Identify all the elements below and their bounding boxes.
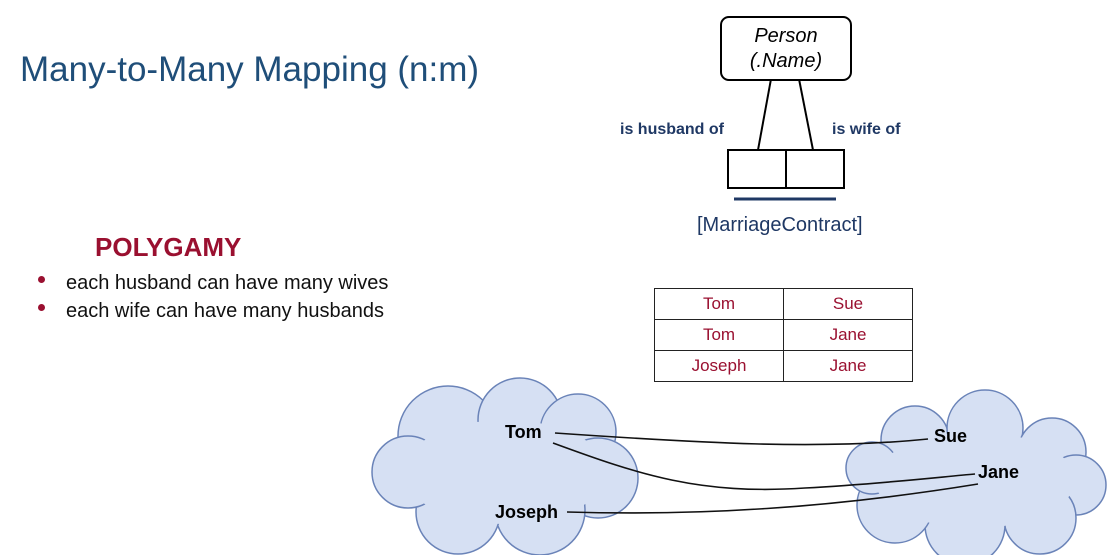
table-cell: Sue	[783, 288, 913, 320]
wife-role-line	[798, 78, 814, 151]
husband-name: Joseph	[495, 502, 558, 522]
husbands-cloud	[371, 377, 639, 555]
wife-role-label: is wife of	[832, 121, 901, 138]
table-row: Tom Sue	[654, 288, 913, 320]
table-row: Tom Jane	[654, 319, 913, 351]
link-tom-sue	[554, 432, 929, 446]
wife-name: Jane	[978, 462, 1019, 482]
husband-role-line	[757, 78, 772, 151]
table-cell: Tom	[654, 319, 784, 351]
wives-cloud	[845, 389, 1107, 555]
bullet-item: each husband can have many wives	[38, 269, 388, 297]
bullet-list: each husband can have many wives each wi…	[38, 269, 388, 325]
wife-key-box	[785, 149, 845, 189]
wife-name: Sue	[934, 426, 967, 446]
table-cell: Jane	[783, 319, 913, 351]
bullet-dot-icon	[38, 303, 45, 311]
table-row: Joseph Jane	[654, 350, 913, 382]
person-entity-box: Person (.Name)	[720, 16, 852, 81]
bullet-dot-icon	[38, 275, 45, 283]
husband-key-box	[727, 149, 787, 189]
table-cell: Jane	[783, 350, 913, 382]
link-tom-jane	[552, 442, 976, 491]
table-cell: Joseph	[654, 350, 784, 382]
page-title: Many-to-Many Mapping (n:m)	[20, 50, 480, 89]
contract-caption: [MarriageContract]	[697, 214, 863, 236]
table-cell: Tom	[654, 288, 784, 320]
entity-name: Person	[754, 24, 818, 47]
link-joseph-jane	[566, 483, 979, 514]
bullet-text: each husband can have many wives	[66, 271, 389, 294]
bullet-text: each wife can have many husbands	[66, 299, 384, 322]
husband-name: Tom	[505, 422, 542, 442]
polygamy-heading: POLYGAMY	[95, 232, 242, 262]
entity-attribute: (.Name)	[749, 49, 823, 72]
marriage-table: Tom Sue Tom Jane Joseph Jane	[654, 288, 913, 382]
bullet-item: each wife can have many husbands	[38, 297, 388, 325]
husband-role-label: is husband of	[620, 121, 724, 138]
